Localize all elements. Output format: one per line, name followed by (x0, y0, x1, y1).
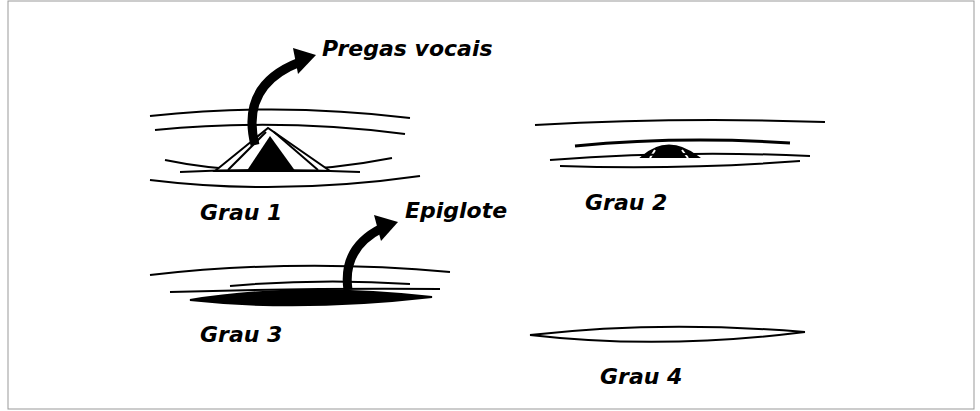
grade-3-view (150, 266, 450, 306)
structure-label: Pregas vocais (322, 36, 493, 62)
grade-1-view (150, 109, 420, 187)
frame (8, 1, 974, 409)
grade-label: Grau 4 (600, 364, 682, 390)
grade-4-view (530, 327, 805, 342)
grade-label: Grau 1 (200, 200, 282, 226)
pointer-arrow (252, 62, 300, 145)
pointer-arrow (347, 228, 382, 290)
grade-label: Grau 3 (200, 322, 282, 348)
arrow-head (374, 215, 398, 241)
grade-label: Grau 2 (585, 190, 667, 216)
arrow-head (293, 48, 316, 74)
structure-label: Epiglote (405, 198, 507, 224)
grade-2-view (535, 120, 825, 167)
